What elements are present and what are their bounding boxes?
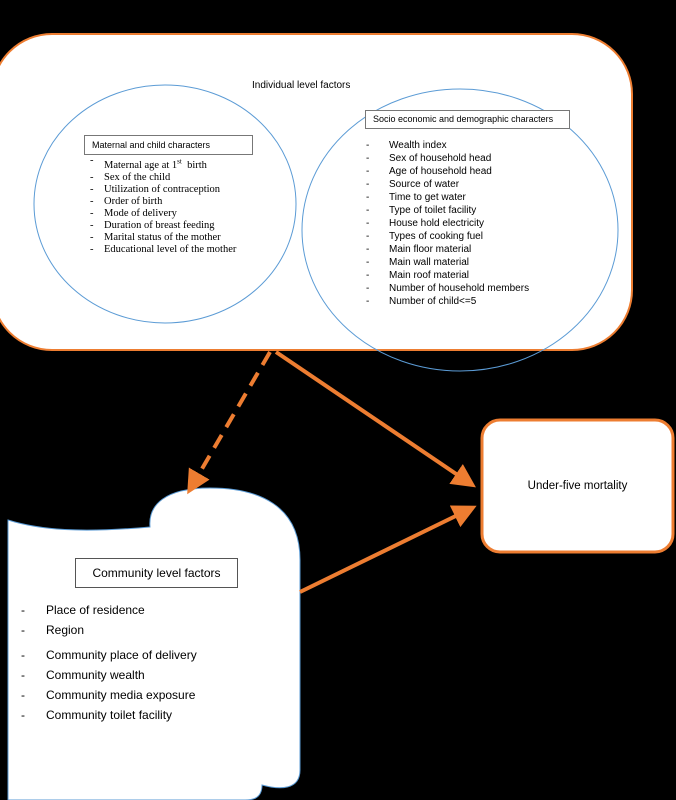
maternal-age-item: Maternal age at 1st birth (104, 157, 207, 171)
outcome-label: Under-five mortality (527, 480, 628, 492)
list-item: -Community media exposure (21, 688, 196, 702)
list-item: -Sex of the child (90, 171, 171, 183)
socio-title: Socio economic and demographic character… (365, 110, 570, 129)
community-list: -Place of residence -Region -Community p… (21, 600, 197, 725)
list-item: -Community wealth (21, 668, 145, 682)
list-item: -Utilization of contraception (90, 183, 221, 195)
list-item: -Order of birth (90, 195, 163, 207)
list-item: -Mode of delivery (90, 207, 177, 219)
list-item: -Time to get water (366, 192, 466, 203)
list-item: -Main floor material (366, 244, 472, 255)
socio-circle (301, 88, 619, 372)
list-item: -Number of child<=5 (366, 296, 477, 307)
list-item: -Region (21, 623, 85, 637)
list-item: -Types of cooking fuel (366, 231, 483, 242)
maternal-circle (33, 84, 297, 324)
maternal-list: -Maternal age at 1st birth -Sex of the c… (90, 155, 244, 256)
list-item: -Community toilet facility (21, 708, 173, 722)
list-item: -Number of household members (366, 283, 530, 294)
list-item: -Community place of delivery (21, 648, 197, 662)
individual-factors-title: Individual level factors (252, 80, 351, 91)
arrow-individual-to-outcome (274, 350, 476, 488)
list-item: -Sex of household head (366, 153, 492, 164)
list-item: -House hold electricity (366, 218, 485, 229)
socio-list: -Wealth index -Sex of household head -Ag… (366, 139, 529, 308)
list-item: -Source of water (366, 179, 460, 190)
list-item: -Main roof material (366, 270, 470, 281)
outcome-box (480, 418, 675, 554)
list-item: -Maternal age at 1st birth (90, 155, 207, 171)
list-item: -Educational level of the mother (90, 243, 237, 255)
list-item: -Wealth index (366, 140, 447, 151)
community-title: Community level factors (75, 558, 238, 588)
list-item: -Place of residence (21, 603, 145, 617)
list-item: -Duration of breast feeding (90, 219, 215, 231)
list-item: -Marital status of the mother (90, 231, 221, 243)
dashed-arrow-individual-to-community (187, 350, 272, 495)
list-item: -Age of household head (366, 166, 492, 177)
maternal-title: Maternal and child characters (84, 135, 253, 155)
arrow-community-to-outcome (299, 505, 477, 594)
list-item: -Main wall material (366, 257, 470, 268)
list-item: -Type of toilet facility (366, 205, 477, 216)
